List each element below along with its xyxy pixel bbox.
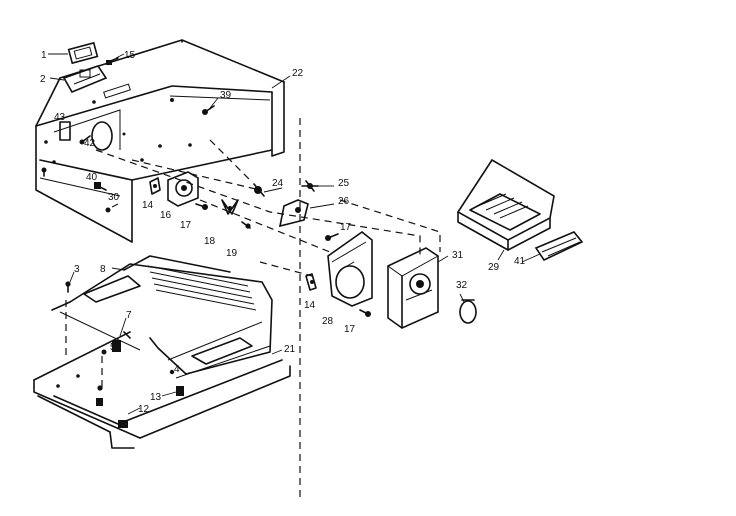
part-17-screw-lower	[359, 309, 371, 317]
callout-17-lower: 17	[344, 324, 356, 335]
shroud-part-28	[327, 230, 373, 307]
callout-labels: 1 2 3 4 5 7 8 12 13 14 14 15 16 17 17 17…	[40, 50, 526, 415]
fan-blade-part-18	[221, 199, 239, 215]
callout-4: 4	[174, 364, 180, 375]
callout-8: 8	[100, 264, 106, 275]
callout-14-lower: 14	[304, 300, 316, 311]
part-42-screw	[79, 135, 91, 145]
callout-31: 31	[452, 250, 464, 261]
part-14-clip-lower	[305, 273, 317, 291]
callout-18: 18	[204, 236, 216, 247]
fan-motor-part-16	[167, 171, 199, 207]
callout-41: 41	[514, 256, 526, 267]
bracket-part-26	[278, 199, 309, 228]
ice-housing-part-31	[387, 247, 439, 329]
part-25-screw	[301, 180, 319, 192]
callout-43: 43	[54, 112, 66, 123]
ice-bucket-part-29	[456, 158, 555, 251]
part-1-gasket	[67, 41, 99, 65]
housing-part-22	[35, 39, 285, 243]
callout-42: 42	[84, 138, 96, 149]
callout-3: 3	[74, 264, 80, 275]
callout-13: 13	[150, 392, 162, 403]
lower-cover-part-21	[33, 263, 291, 449]
leader-lines	[48, 53, 541, 415]
callout-16: 16	[160, 210, 172, 221]
part-19-screw	[241, 221, 251, 229]
callout-15: 15	[124, 50, 136, 61]
lower-small-parts	[56, 281, 184, 428]
callout-22: 22	[292, 68, 304, 79]
callout-21: 21	[284, 344, 296, 355]
callout-1: 1	[41, 50, 47, 61]
callout-14-upper: 14	[142, 200, 154, 211]
part-4-screw-upper	[41, 167, 47, 177]
callout-39: 39	[220, 90, 232, 101]
assembly-lines	[65, 118, 441, 500]
callout-19: 19	[226, 248, 238, 259]
callout-17-middle: 17	[340, 222, 352, 233]
callout-2: 2	[40, 74, 46, 85]
callout-5: 5	[110, 342, 116, 353]
callout-12: 12	[138, 404, 150, 415]
callout-17-upper: 17	[180, 220, 192, 231]
callout-24: 24	[272, 178, 284, 189]
callout-25: 25	[338, 178, 350, 189]
part-14-clip-upper	[149, 177, 161, 195]
part-24-grommet	[253, 183, 265, 197]
part-39-screw	[202, 105, 215, 115]
callout-7: 7	[126, 310, 132, 321]
callout-29: 29	[488, 262, 500, 273]
callout-26: 26	[338, 196, 350, 207]
part-40-30-screws	[94, 182, 119, 213]
evaporator-part-8	[83, 255, 257, 311]
cap-part-41	[534, 231, 584, 262]
knob-part-32	[459, 299, 477, 324]
part-17-screw-upper	[195, 203, 208, 210]
callout-28: 28	[322, 316, 334, 327]
callout-40: 40	[86, 172, 98, 183]
part-17-screw-middle	[325, 233, 339, 241]
part-2-damper	[62, 65, 108, 94]
callout-32: 32	[456, 280, 468, 291]
part-15-screw	[106, 57, 119, 65]
callout-30: 30	[108, 192, 120, 203]
